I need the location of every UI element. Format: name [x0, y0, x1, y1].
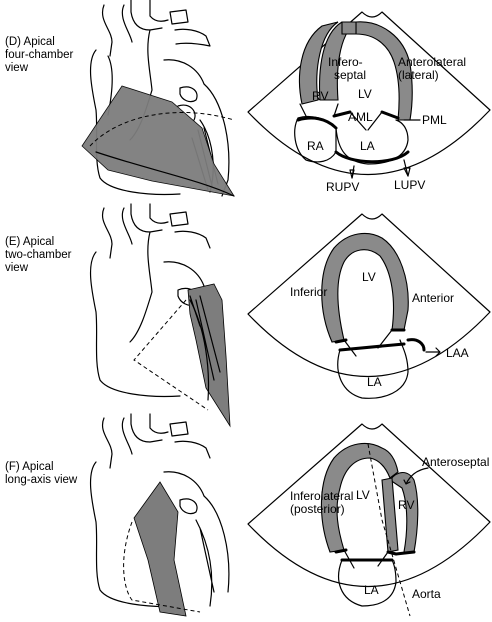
- label-rv-f: RV: [398, 498, 414, 512]
- label-rupv-d: RUPV: [326, 180, 359, 194]
- label-anterolateral-d: Anterolateral: [398, 55, 466, 69]
- panel-e: (E) Apical two-chamber view: [5, 203, 491, 428]
- label-la-f: LA: [364, 583, 379, 597]
- label-infero-d: Infero-: [328, 55, 363, 69]
- label-la-d: LA: [360, 139, 375, 153]
- panel-d-title-line2: four-chamber: [5, 49, 74, 61]
- label-rv-d: RV: [312, 89, 328, 103]
- panel-e-title-line1: (E) Apical: [5, 236, 54, 248]
- label-aml-d: AML: [348, 110, 373, 124]
- label-lupv-d: LUPV: [394, 178, 425, 192]
- panel-f-title-line2: long-axis view: [5, 474, 78, 486]
- label-inferolateral-f: Inferolateral: [290, 489, 353, 503]
- heart-drawing-f: [89, 413, 230, 617]
- panel-d-title-line3: view: [5, 62, 29, 74]
- panel-e-title-line2: two-chamber: [5, 249, 72, 261]
- panel-e-title-line3: view: [5, 262, 29, 274]
- label-ra-d: RA: [307, 139, 324, 153]
- label-lv-f: LV: [356, 488, 370, 502]
- panel-d: (D) Apical four-chamber view: [5, 0, 491, 197]
- label-pml-d: PML: [422, 113, 447, 127]
- heart-drawing-d: [81, 0, 235, 197]
- echo-sector-f: Anteroseptal Inferolateral (posterior) L…: [247, 423, 491, 617]
- label-anteroseptal-f: Anteroseptal: [422, 455, 489, 469]
- label-lateral-d: (lateral): [398, 68, 439, 82]
- label-lv-e: LV: [362, 270, 376, 284]
- label-lv-d: LV: [358, 87, 372, 101]
- label-aorta-f: Aorta: [412, 587, 441, 601]
- label-posterior-f: (posterior): [290, 502, 345, 516]
- echo-sector-d: RV Infero- septal LV Anterolateral (late…: [247, 11, 491, 194]
- label-septal-d: septal: [334, 68, 366, 82]
- panel-f: (F) Apical long-axis view: [5, 413, 491, 617]
- label-anterior-e: Anterior: [412, 291, 454, 305]
- heart-drawing-e: [89, 203, 231, 428]
- echo-sector-e: LV Inferior Anterior LAA LA: [247, 213, 491, 399]
- panel-d-title-line1: (D) Apical: [5, 36, 55, 48]
- label-la-e: LA: [367, 375, 382, 389]
- label-inferior-e: Inferior: [290, 285, 327, 299]
- label-laa-e: LAA: [446, 346, 469, 360]
- panel-f-title-line1: (F) Apical: [5, 461, 54, 473]
